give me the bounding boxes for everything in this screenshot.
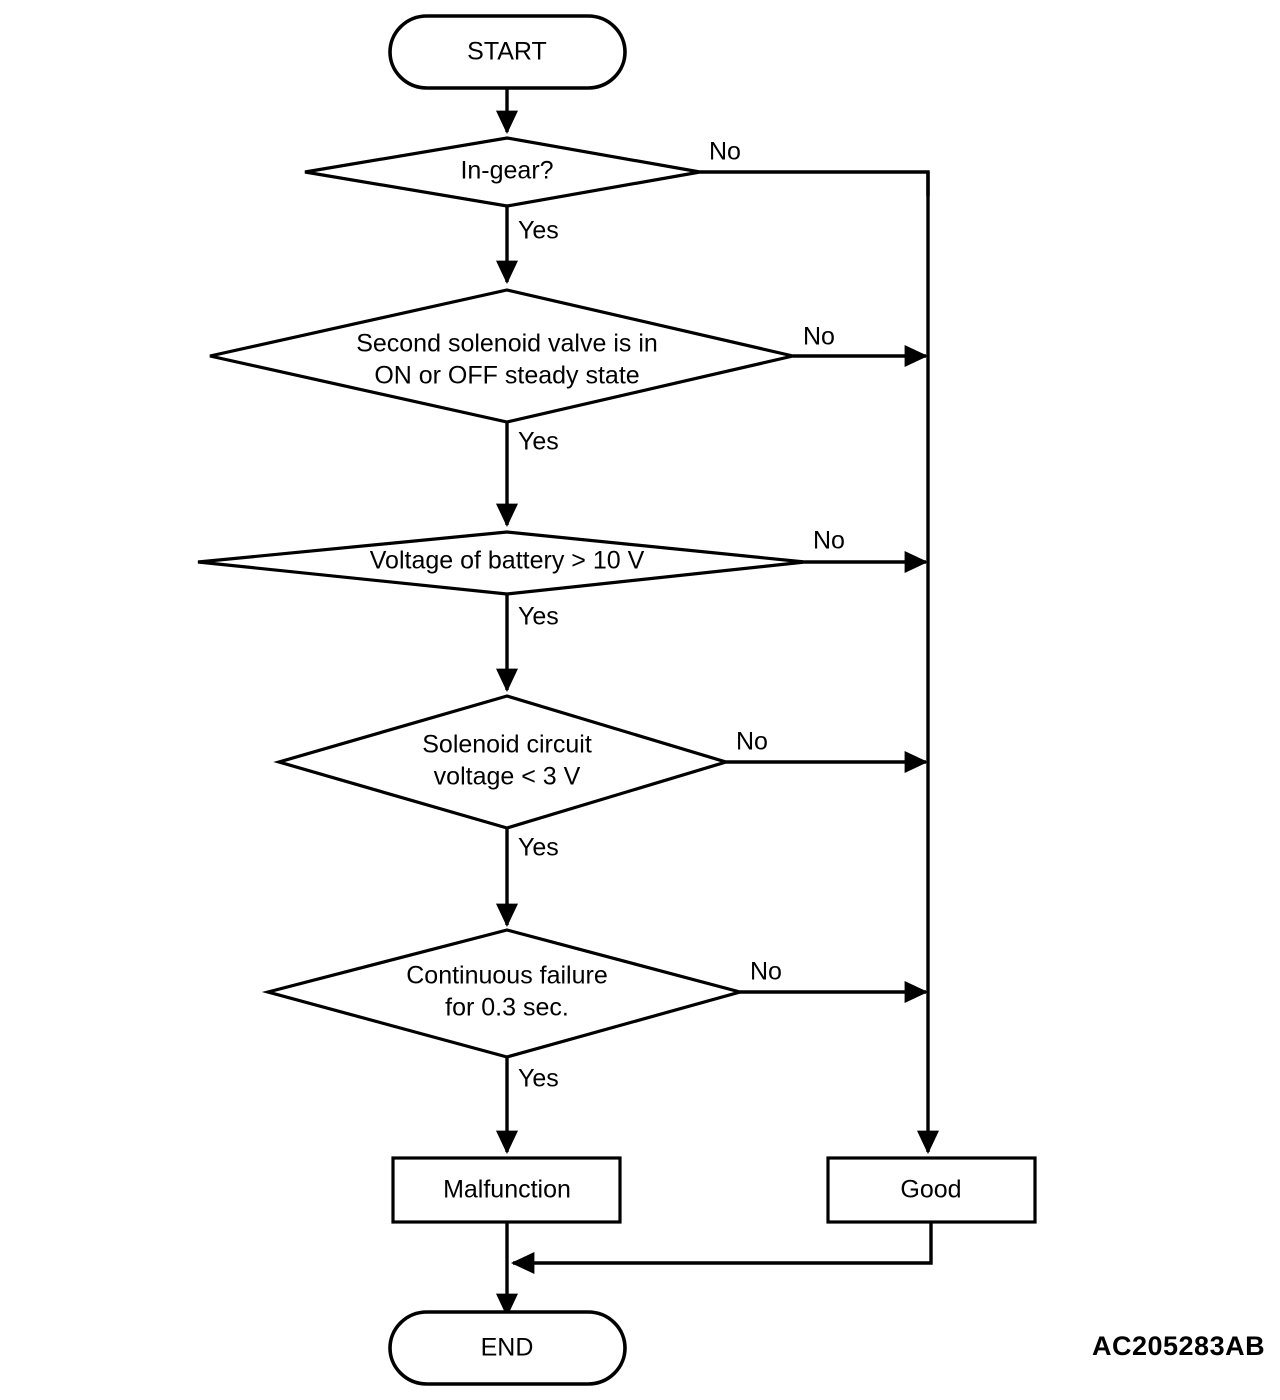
malfunction-node-shape <box>391 1156 622 1224</box>
edge-label-yes-4: Yes <box>518 834 559 862</box>
decision-solenoid-circuit-label-line2: voltage < 3 V <box>434 763 581 791</box>
end-node-label: END <box>481 1334 534 1362</box>
edge-label-no-5: No <box>750 958 782 986</box>
decision-second-solenoid-label-line2: ON or OFF steady state <box>374 362 639 390</box>
end-node-shape <box>388 1310 627 1386</box>
edge-good-to-end-trunk <box>510 1222 933 1275</box>
decision-solenoid-circuit-label-line1: Solenoid circuit <box>422 731 592 759</box>
decision-continuous-failure-label-line1: Continuous failure <box>406 962 608 990</box>
edge-label-yes-3: Yes <box>518 603 559 631</box>
decision-ingear-label: In-gear? <box>460 157 553 185</box>
figure-id-label: AC205283AB <box>1092 1331 1265 1361</box>
good-node-label: Good <box>900 1176 961 1204</box>
start-node-label: START <box>467 38 547 66</box>
decision-continuous-failure-label-line2: for 0.3 sec. <box>445 994 569 1022</box>
malfunction-node-label: Malfunction <box>443 1176 571 1204</box>
edge-label-no-2: No <box>803 323 835 351</box>
decision-second-solenoid-label-line1: Second solenoid valve is in <box>356 330 658 358</box>
good-node-shape <box>826 1156 1037 1224</box>
edge-ingear-no <box>700 170 930 196</box>
edge-label-yes-5: Yes <box>518 1065 559 1093</box>
edge-label-yes-2: Yes <box>518 428 559 456</box>
edge-label-no-3: No <box>813 527 845 555</box>
edge-label-no-1: No <box>709 138 741 166</box>
edge-label-yes-1: Yes <box>518 217 559 245</box>
edge-label-no-4: No <box>736 728 768 756</box>
decision-battery-voltage-label: Voltage of battery > 10 V <box>370 547 645 575</box>
